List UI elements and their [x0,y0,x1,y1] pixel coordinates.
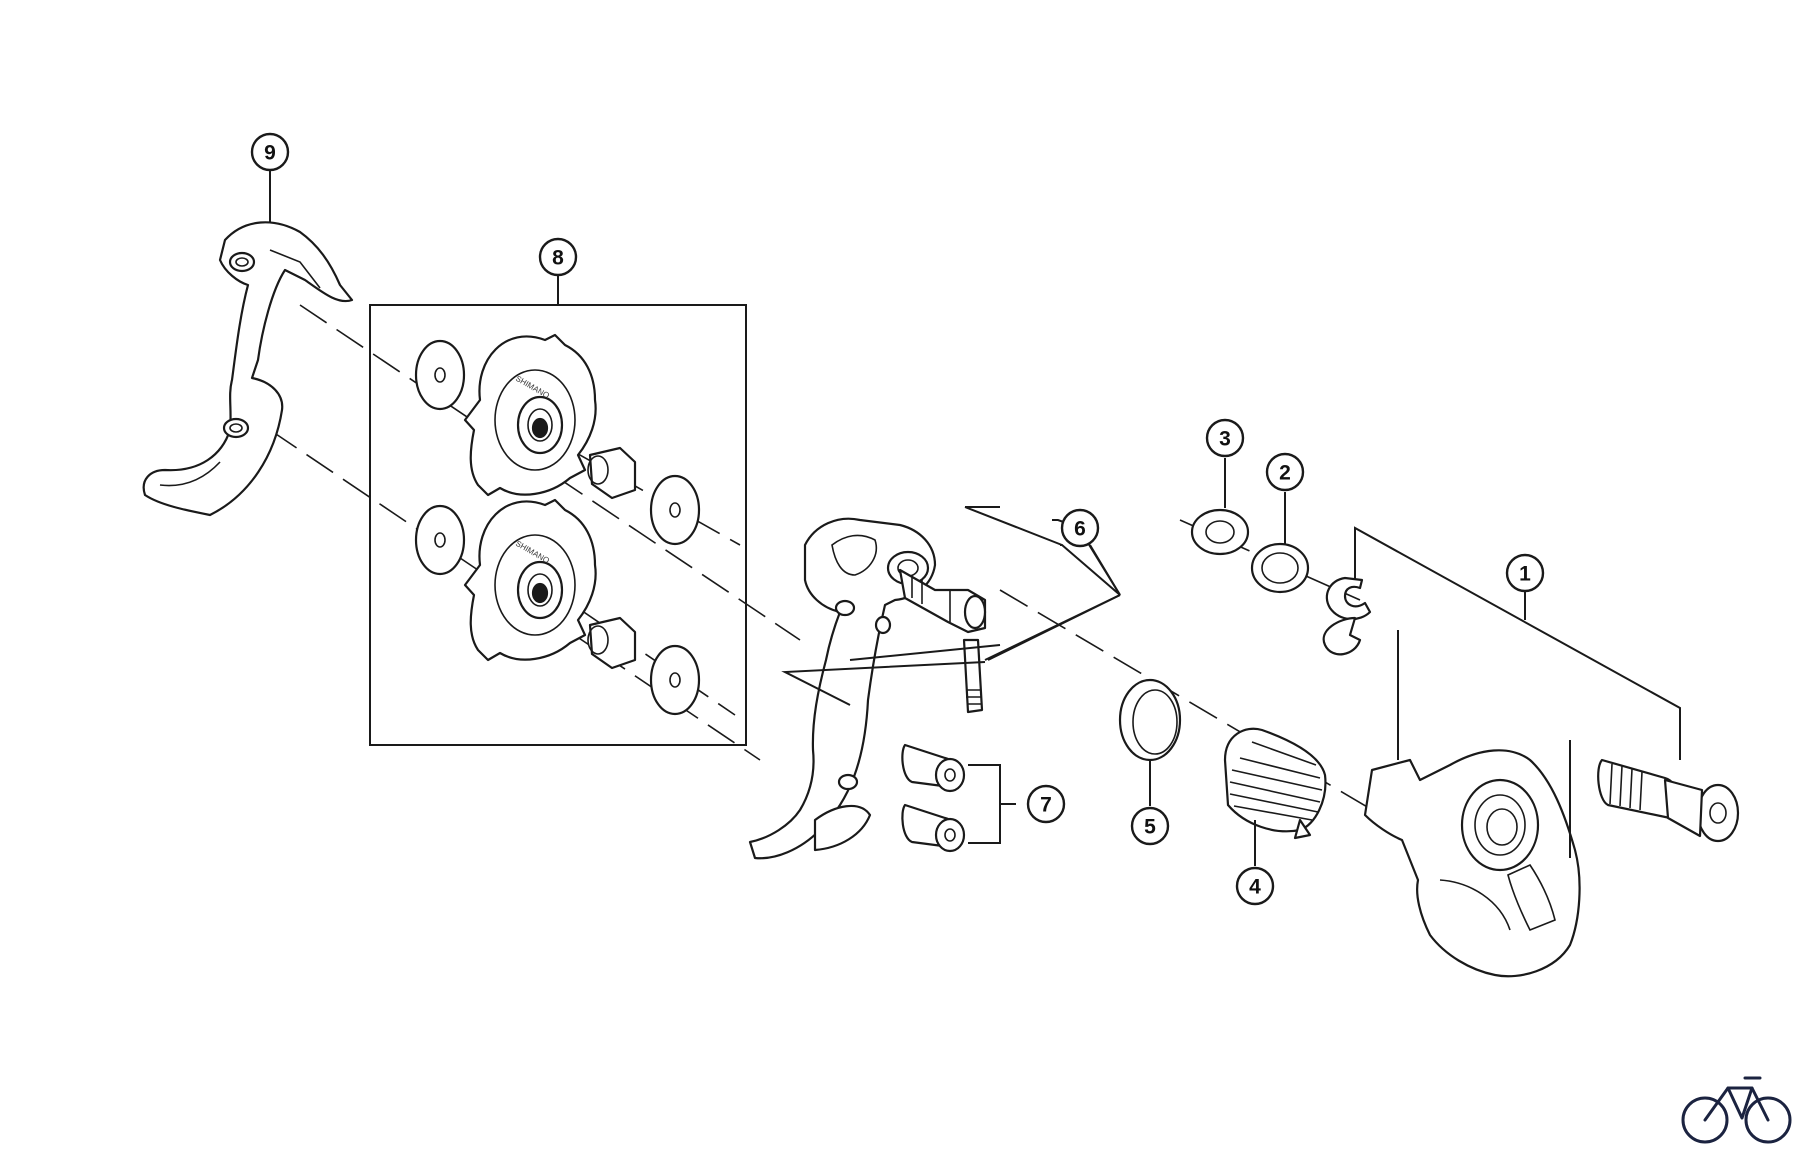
lower-pulley-set: SHIMANO [414,498,701,716]
callout-2: 2 [1265,452,1305,492]
callout-3: 3 [1205,418,1245,458]
inner-cage-plate [748,517,937,860]
svg-text:4: 4 [1249,876,1261,899]
pivot-bolt [898,568,987,714]
svg-text:2: 2 [1279,462,1291,485]
cap-ring [1118,678,1182,762]
callout-5: 5 [1130,806,1170,846]
callout-9: 9 [250,132,290,172]
callout-6: 6 [1060,508,1100,548]
outer-cage-plate [142,221,354,517]
svg-text:8: 8 [552,247,564,270]
svg-text:7: 7 [1040,794,1052,817]
tension-spring [1223,727,1327,840]
svg-text:6: 6 [1074,518,1086,541]
b-knuckle-assembly [1322,576,1740,978]
upper-pulley-set: SHIMANO [414,333,701,546]
washers [1190,508,1310,594]
callout-8: 8 [538,237,578,277]
leader-lines [269,170,1681,866]
svg-text:9: 9 [264,142,276,165]
callout-7: 7 [1026,784,1066,824]
callout-1: 1 [1505,553,1545,593]
svg-text:5: 5 [1144,816,1156,839]
callout-4: 4 [1235,866,1275,906]
pulley-bolts [901,743,966,853]
svg-text:3: 3 [1219,428,1231,451]
bicycle-icon [1681,1076,1792,1144]
svg-text:1: 1 [1519,563,1531,586]
